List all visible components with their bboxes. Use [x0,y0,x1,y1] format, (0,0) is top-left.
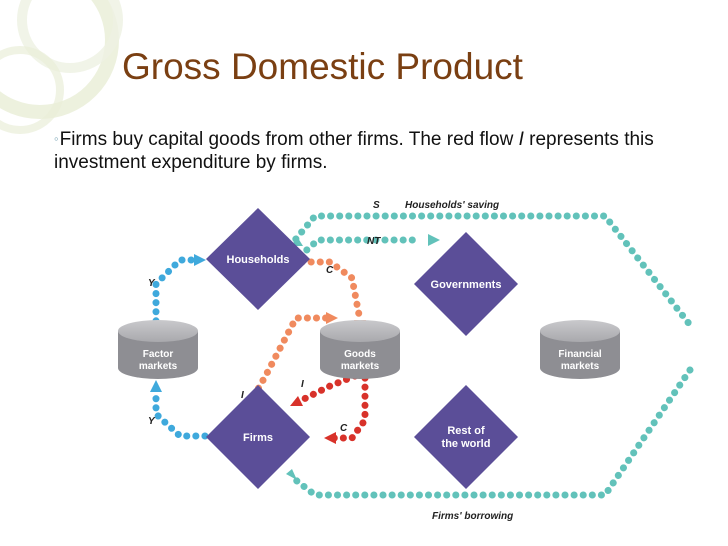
arrow-head [290,396,303,406]
flow-label-y-top: Y [148,278,156,289]
goods-markets-node: Goods markets [320,320,400,379]
flow-income-y-bottom [150,380,209,440]
governments-node: Governments [414,232,518,336]
flow-income-y-top [152,254,206,334]
rest-of-world-label-1: Rest of [447,425,485,437]
flow-net-taxes [296,234,440,260]
firms-node: Firms [206,385,310,489]
flow-label-households-saving: Households' saving [405,200,499,211]
slide-title: Gross Domestic Product [122,46,523,87]
flow-label-s: S [373,200,380,211]
factor-markets-label-1: Factor [143,349,174,360]
factor-markets-node: Factor markets [118,320,198,379]
households-node: Households [206,208,310,310]
financial-markets-node: Financial markets [540,320,620,379]
arrow-head [150,380,162,392]
body-text-part2: represents this investment expenditure b… [54,129,654,173]
dotted-flow-path [296,372,359,405]
flow-label-firms-borrowing: Firms' borrowing [432,511,513,522]
dotted-flow-path [152,256,200,334]
households-label: Households [227,254,290,266]
flow-label-y-bottom: Y [148,416,156,427]
arrow-head [286,469,297,480]
governments-label: Governments [431,279,502,291]
flow-firms-borrowing [286,366,694,499]
arrow-head [194,254,206,266]
rest-of-world-label-2: the world [442,438,491,450]
body-text-part1: Firms buy capital goods from other firms… [59,129,519,150]
flow-label-i-left: I [241,390,244,401]
arrow-head [324,432,336,444]
flow-label-c-bottom: C [340,423,348,434]
dotted-flow-path [286,212,694,329]
dotted-flow-path [330,374,369,442]
factor-markets-label-2: markets [139,361,178,372]
dotted-flow-path [289,366,694,499]
firms-label: Firms [243,432,273,444]
flow-label-nt: NT [367,236,381,247]
arrow-head [326,312,338,324]
rest-of-world-node: Rest of the world [414,385,518,489]
dotted-flow-path [152,388,209,440]
goods-markets-label-2: markets [341,361,380,372]
financial-markets-label-1: Financial [558,349,602,360]
flow-label-c-top: C [326,265,334,276]
body-text-italic-i: I [518,129,524,150]
flow-label-i-right: I [301,379,304,390]
flow-consumption-bottom [324,374,369,444]
arrow-head [428,234,440,246]
dotted-flow-path [296,236,424,260]
slide-body-text: ◦Firms buy capital goods from other firm… [54,127,694,174]
bullet-icon: ◦ [54,131,59,146]
financial-markets-label-2: markets [561,361,600,372]
flow-investment-right [290,372,359,406]
goods-markets-label-1: Goods [344,349,376,360]
